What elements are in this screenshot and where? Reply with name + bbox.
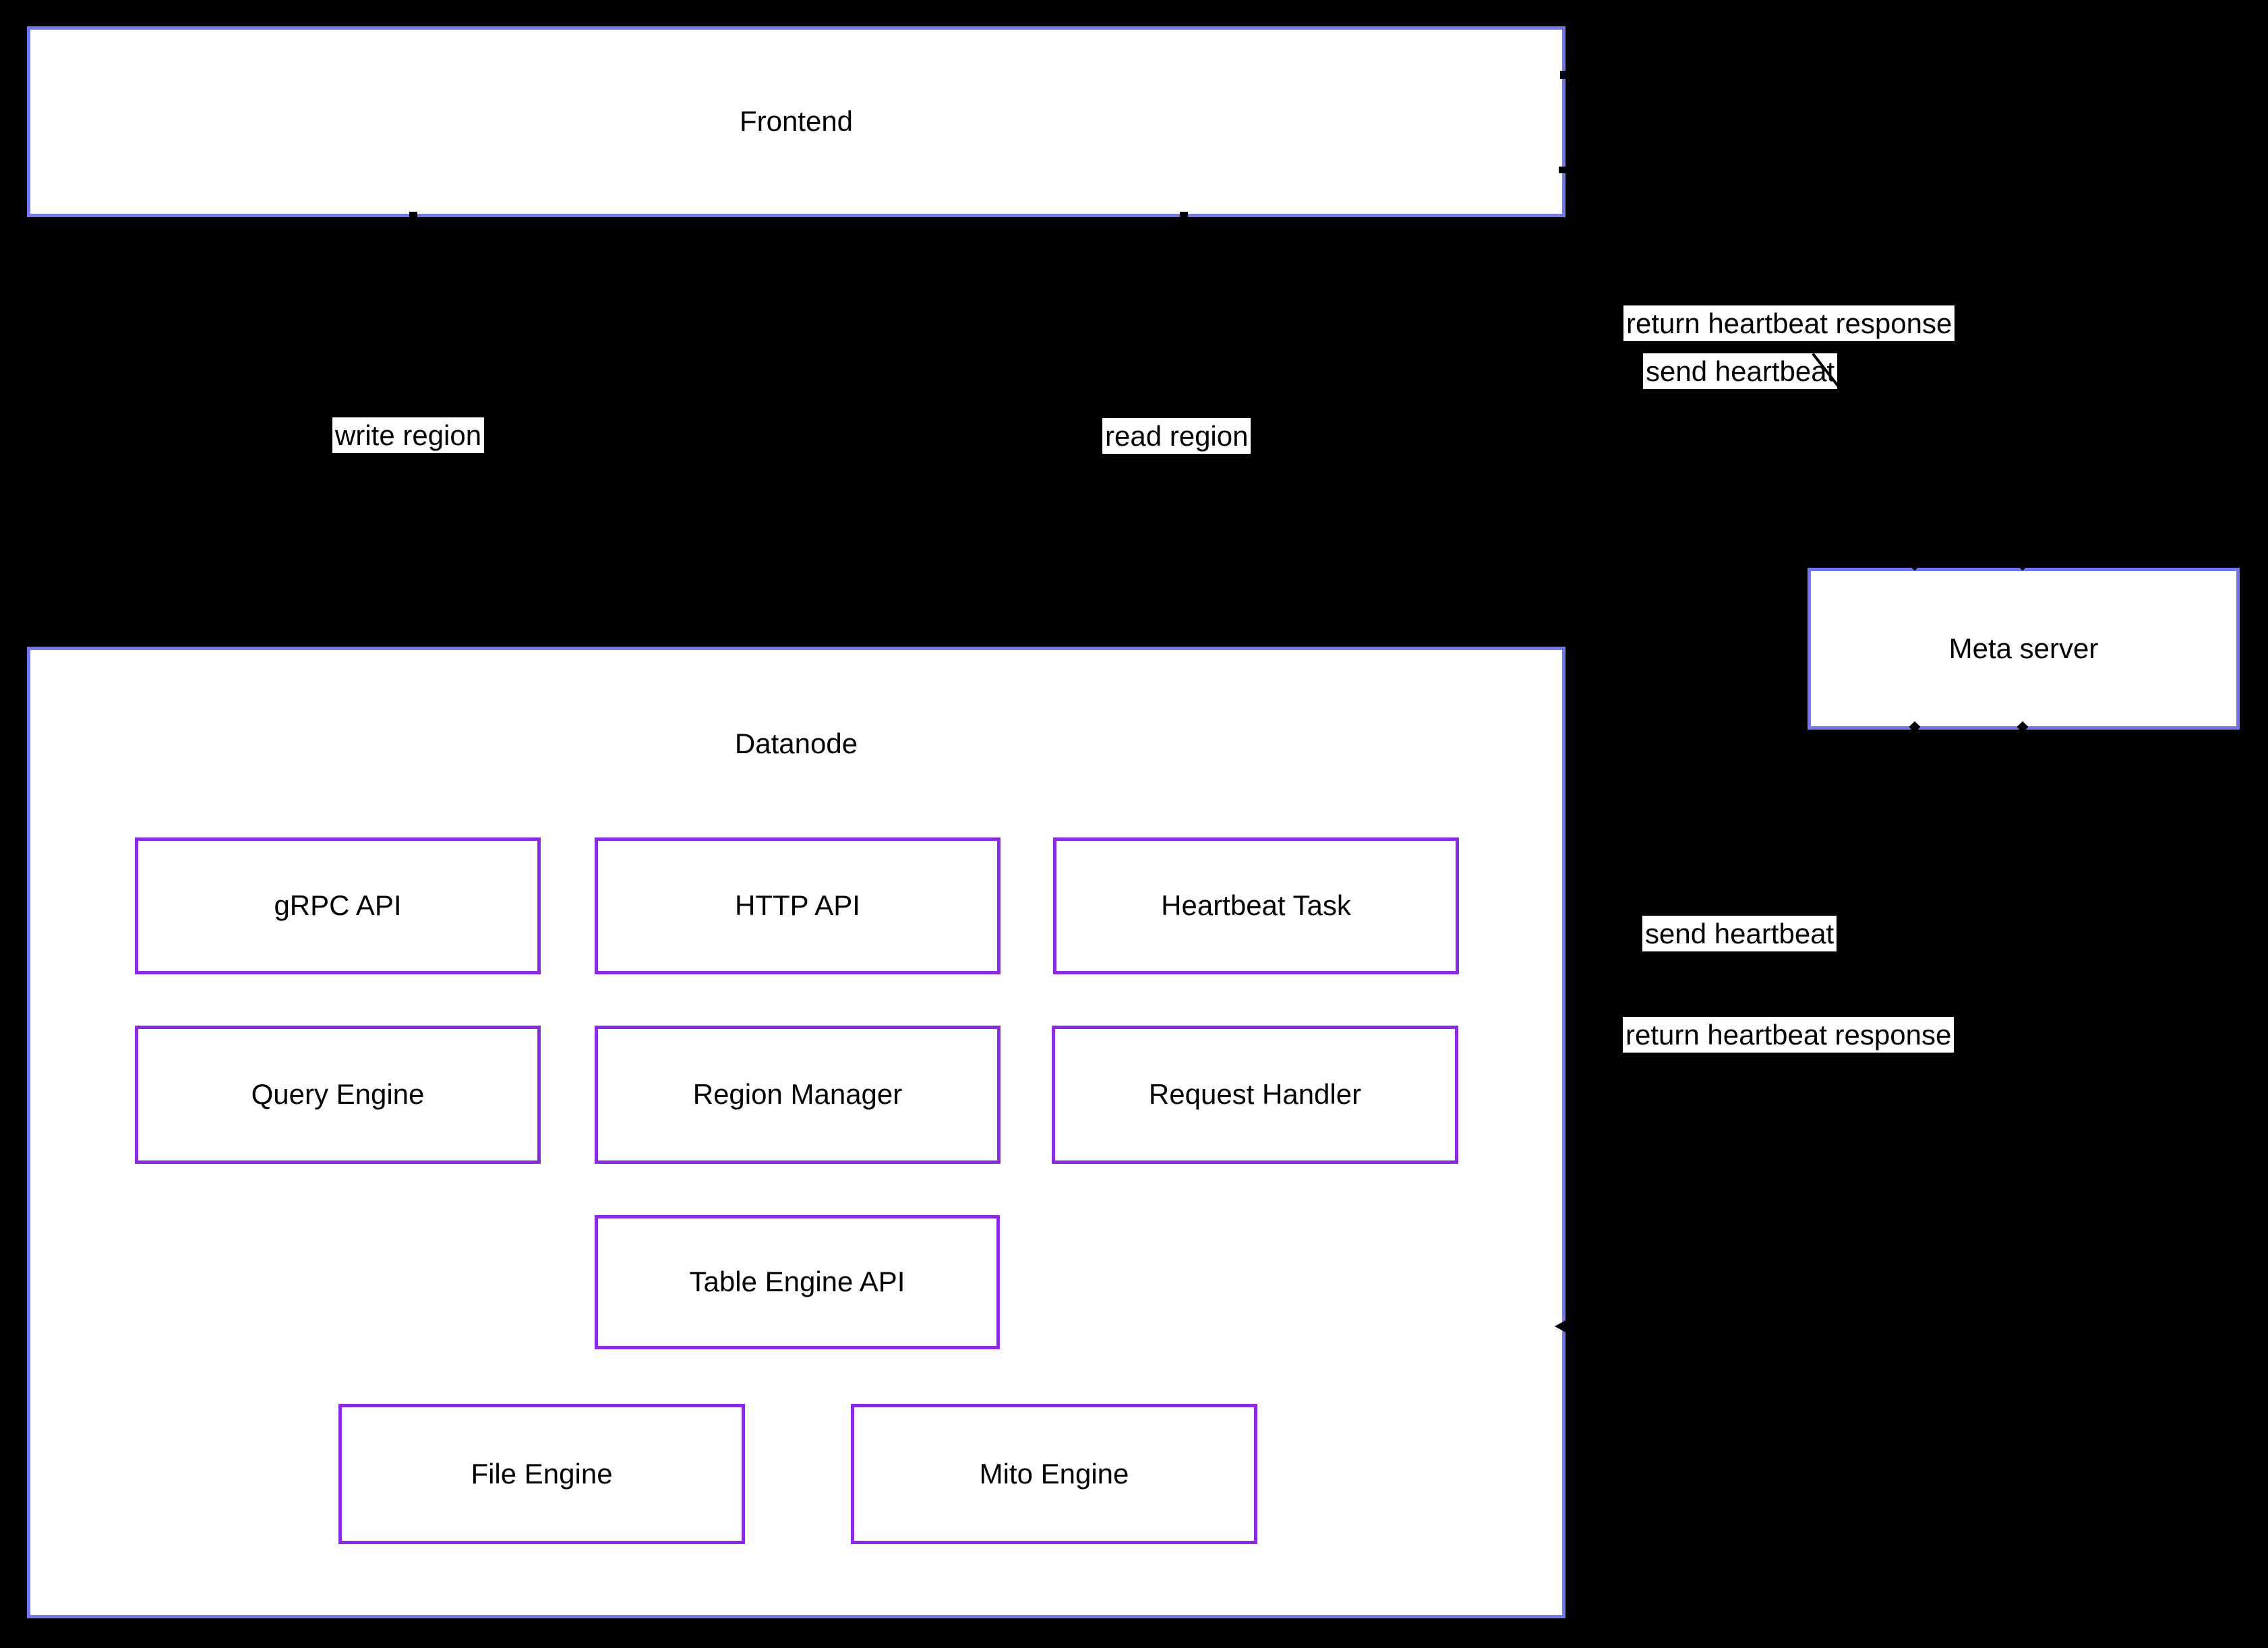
component-label: File Engine — [471, 1457, 613, 1490]
edge-label-frontend-meta-return: return heartbeat response — [1623, 305, 1955, 341]
edge-label-read-region: read region — [1102, 418, 1251, 454]
component-box-region-manager: Region Manager — [595, 1026, 1001, 1164]
component-label: Query Engine — [251, 1078, 425, 1111]
edge-label-frontend-meta-send: send heartbeat — [1643, 353, 1838, 389]
edge-label-write-region: write region — [332, 417, 485, 453]
arrow-tick — [1560, 71, 1568, 79]
frontend-label: Frontend — [739, 105, 854, 138]
component-label: Region Manager — [692, 1078, 903, 1111]
arrowhead-icon — [1555, 1319, 1568, 1334]
component-label: gRPC API — [274, 889, 402, 922]
arrow-tick — [1180, 212, 1188, 218]
frontend-box: Frontend — [27, 26, 1565, 217]
component-box-table-engine-api: Table Engine API — [595, 1215, 1000, 1349]
edge-label-datanode-meta-return: return heartbeat response — [1623, 1017, 1954, 1053]
datanode-label: Datanode — [734, 728, 858, 759]
component-box-file-engine: File Engine — [338, 1404, 745, 1544]
component-label: HTTP API — [735, 889, 860, 922]
component-box-mito-engine: Mito Engine — [851, 1404, 1257, 1544]
component-label: Table Engine API — [689, 1266, 905, 1298]
component-box-grpc-api: gRPC API — [135, 837, 541, 974]
meta-server-label: Meta server — [1948, 632, 2099, 664]
arrow-tick — [1559, 167, 1567, 173]
component-box-request-handler: Request Handler — [1052, 1026, 1458, 1164]
component-box-query-engine: Query Engine — [135, 1026, 541, 1164]
component-label: Heartbeat Task — [1161, 889, 1351, 922]
component-box-http-api: HTTP API — [595, 837, 1001, 974]
meta-server-box: Meta server — [1808, 568, 2240, 730]
component-label: Mito Engine — [979, 1457, 1129, 1490]
component-box-heartbeat-task: Heartbeat Task — [1053, 837, 1459, 974]
arrow-tick — [409, 212, 417, 218]
component-label: Request Handler — [1148, 1078, 1362, 1111]
edge-label-datanode-meta-send: send heartbeat — [1642, 916, 1837, 951]
